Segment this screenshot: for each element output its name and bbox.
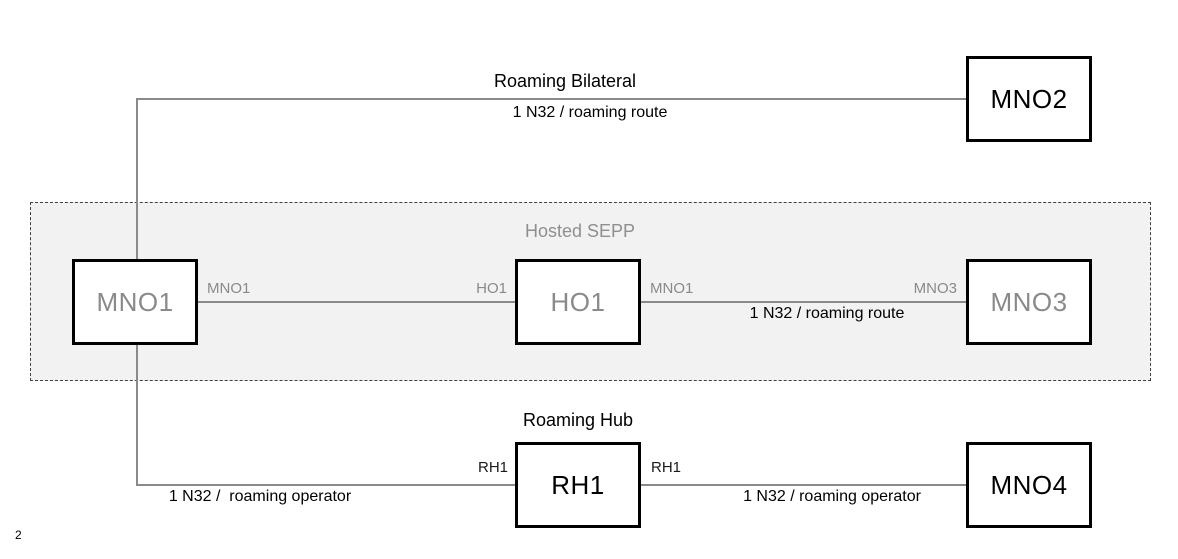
hub-left-link-sublabel: 1 N32 / roaming operator (168, 488, 352, 505)
link-bilateral-line (136, 98, 967, 100)
node-rh1: RH1 (515, 442, 641, 528)
link-mno1-rh1-line (136, 484, 516, 486)
link-mno1-down-line (136, 344, 138, 486)
node-mno1: MNO1 (72, 259, 198, 345)
port-label-mno1-b: MNO1 (650, 280, 694, 297)
port-label-mno3: MNO3 (913, 280, 957, 297)
node-ho1: HO1 (515, 259, 641, 345)
bilateral-link-sublabel: 1 N32 / roaming route (512, 104, 668, 121)
hosted-sepp-title: Hosted SEPP (524, 221, 636, 241)
node-mno3: MNO3 (966, 259, 1092, 345)
link-mno1-ho1-line (197, 301, 515, 303)
node-mno2-label: MNO2 (990, 83, 1068, 114)
bilateral-title: Roaming Bilateral (493, 71, 637, 91)
link-ho1-mno3-line (640, 301, 967, 303)
node-mno4-label: MNO4 (990, 469, 1068, 500)
node-ho1-label: HO1 (550, 286, 606, 317)
page-number: 2 (15, 528, 22, 542)
port-label-rh1-left: RH1 (477, 459, 508, 476)
sepp-link-sublabel: 1 N32 / roaming route (749, 305, 905, 322)
node-mno3-label: MNO3 (990, 286, 1068, 317)
node-rh1-label: RH1 (551, 469, 605, 500)
node-mno2: MNO2 (966, 56, 1092, 142)
link-mno1-up-line (136, 98, 138, 260)
link-rh1-mno4-line (640, 484, 967, 486)
hub-right-link-sublabel: 1 N32 / roaming operator (743, 488, 921, 505)
node-mno1-label: MNO1 (96, 286, 174, 317)
node-mno4: MNO4 (966, 442, 1092, 528)
port-label-ho1: HO1 (476, 280, 507, 297)
port-label-rh1-right: RH1 (651, 459, 682, 476)
roaming-hub-title: Roaming Hub (522, 410, 634, 430)
port-label-mno1-a: MNO1 (207, 280, 251, 297)
